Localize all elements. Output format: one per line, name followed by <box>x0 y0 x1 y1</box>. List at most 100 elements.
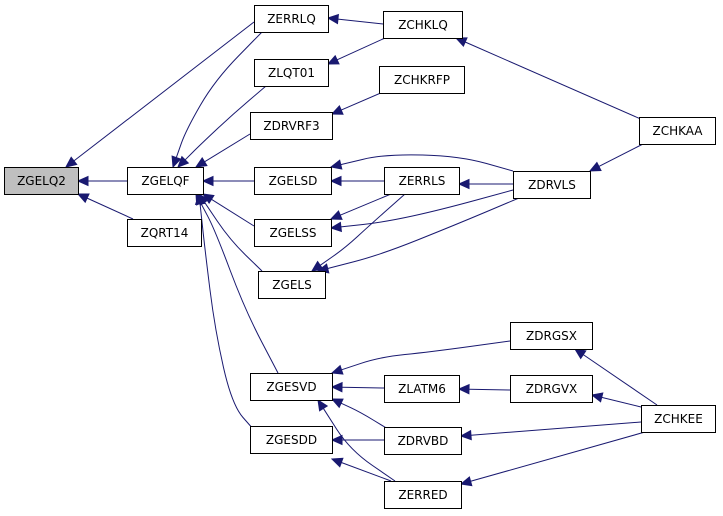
node-box <box>250 373 333 401</box>
node-label: ZGESDD <box>266 433 317 447</box>
arrowhead-icon <box>459 476 473 487</box>
node-label: ZDRGVX <box>526 382 578 396</box>
node-zgelsd[interactable]: ZGELSD <box>254 167 332 195</box>
edge-line <box>211 198 255 227</box>
arrowhead-icon <box>76 193 90 204</box>
edge-zchkaa-to-zchklq <box>454 37 644 121</box>
node-zgesvd[interactable]: ZGESVD <box>250 373 333 401</box>
arrowhead-icon <box>454 37 468 48</box>
edge-line <box>319 193 406 266</box>
arrowhead-icon <box>326 54 340 65</box>
edge-zchkrfp-to-zdrvrf3 <box>330 91 384 115</box>
node-zerred[interactable]: ZERRED <box>384 481 462 509</box>
node-label: ZDRVLS <box>528 178 576 192</box>
edge-line <box>340 402 389 430</box>
node-label: ZGELSD <box>269 174 318 188</box>
edge-zgelsd-to-zgelqf <box>201 175 254 187</box>
edge-zqrt14-to-zgelq2 <box>76 193 134 220</box>
arrowhead-icon <box>329 175 342 187</box>
edge-zchkee-to-zdrvbd <box>459 421 642 441</box>
node-zqrt14[interactable]: ZQRT14 <box>127 219 202 247</box>
node-label: ZCHKEE <box>654 412 703 426</box>
node-box <box>384 167 460 195</box>
node-label: ZGELSS <box>269 226 316 240</box>
node-zdrvrf3[interactable]: ZDRVRF3 <box>250 112 333 140</box>
node-box <box>383 11 463 39</box>
node-zgelqf[interactable]: ZGELQF <box>127 167 204 195</box>
node-box <box>250 426 333 454</box>
node-label: ZLQT01 <box>268 66 315 80</box>
node-zgesdd[interactable]: ZGESDD <box>250 426 333 454</box>
node-zlatm6[interactable]: ZLATM6 <box>384 375 460 403</box>
node-zdrgsx[interactable]: ZDRGSX <box>510 322 593 350</box>
edge-zdrvls-to-zgelss <box>329 189 514 233</box>
node-zchklq[interactable]: ZCHKLQ <box>383 11 463 39</box>
node-zlqt01[interactable]: ZLQT01 <box>254 59 329 87</box>
arrowhead-icon <box>326 13 339 25</box>
node-box <box>639 117 716 145</box>
node-box <box>4 167 79 195</box>
edge-zgelqf-to-zgelq2 <box>76 175 127 187</box>
node-label: ZDRGSX <box>526 329 577 343</box>
node-box <box>127 167 204 195</box>
node-zerrls[interactable]: ZERRLS <box>384 167 460 195</box>
edge-zerrls-to-zgels <box>311 193 406 272</box>
arrowhead-icon <box>65 156 78 168</box>
edge-line <box>336 37 386 61</box>
edge-zdrvrf3-to-zgelqf <box>194 133 251 168</box>
edge-zchkee-to-zdrgvx <box>590 392 642 408</box>
edge-line <box>184 85 267 161</box>
edge-line <box>464 41 644 121</box>
node-label: ZLATM6 <box>398 382 446 396</box>
node-box <box>384 481 462 509</box>
node-zchkrfp[interactable]: ZCHKRFP <box>379 66 465 94</box>
node-label: ZQRT14 <box>141 226 189 240</box>
node-zchkee[interactable]: ZCHKEE <box>641 405 716 433</box>
edge-line <box>200 202 279 374</box>
node-box <box>379 66 465 94</box>
node-zgelss[interactable]: ZGELSS <box>254 219 332 247</box>
arrowhead-icon <box>590 392 604 403</box>
node-label: ZERRED <box>398 488 447 502</box>
node-zdrgvx[interactable]: ZDRGVX <box>510 375 593 403</box>
arrowhead-icon <box>329 221 342 233</box>
edge-zlqt01-to-zgelqf <box>177 85 267 168</box>
edge-line <box>340 154 514 172</box>
arrowhead-icon <box>171 155 182 169</box>
node-zdrvls[interactable]: ZDRVLS <box>513 171 591 199</box>
node-label: ZCHKAA <box>652 124 703 138</box>
arrowhead-icon <box>330 457 344 468</box>
node-box <box>510 322 593 350</box>
node-box <box>384 427 462 455</box>
node-box <box>254 219 332 247</box>
node-label: ZDRVRF3 <box>263 119 319 133</box>
node-label: ZERRLS <box>399 174 446 188</box>
edge-line <box>340 193 392 216</box>
arrowhead-icon <box>330 398 344 409</box>
arrowhead-icon <box>574 348 587 360</box>
edge-line <box>340 189 514 228</box>
edge-zdrvls-to-zgelsd <box>329 154 514 172</box>
node-zgels[interactable]: ZGELS <box>258 271 326 299</box>
node-box <box>513 171 591 199</box>
edge-line <box>340 91 384 111</box>
edges-layer <box>65 13 658 487</box>
edge-line <box>86 197 134 220</box>
node-zgelq2[interactable]: ZGELQ2 <box>4 167 79 195</box>
nodes-layer: ZGELQ2 ZGELQF ZQRT14 ZERRLQ ZLQT01ZDRVRF3ZGE… <box>4 5 716 509</box>
edge-line <box>582 354 658 406</box>
node-zerrlq[interactable]: ZERRLQ <box>254 5 329 33</box>
node-label: ZGELQF <box>141 174 189 188</box>
node-label: ZCHKRFP <box>394 73 450 87</box>
node-box <box>254 59 329 87</box>
edge-zdrvbd-to-zgesdd <box>330 434 384 446</box>
arrowhead-icon <box>311 260 324 272</box>
node-zdrvbd[interactable]: ZDRVBD <box>384 427 462 455</box>
node-zchkaa[interactable]: ZCHKAA <box>639 117 716 145</box>
arrowhead-icon <box>588 161 602 172</box>
arrowhead-icon <box>329 159 343 170</box>
node-label: ZGESVD <box>266 380 316 394</box>
arrowhead-icon <box>457 383 470 395</box>
edge-line <box>199 203 255 431</box>
